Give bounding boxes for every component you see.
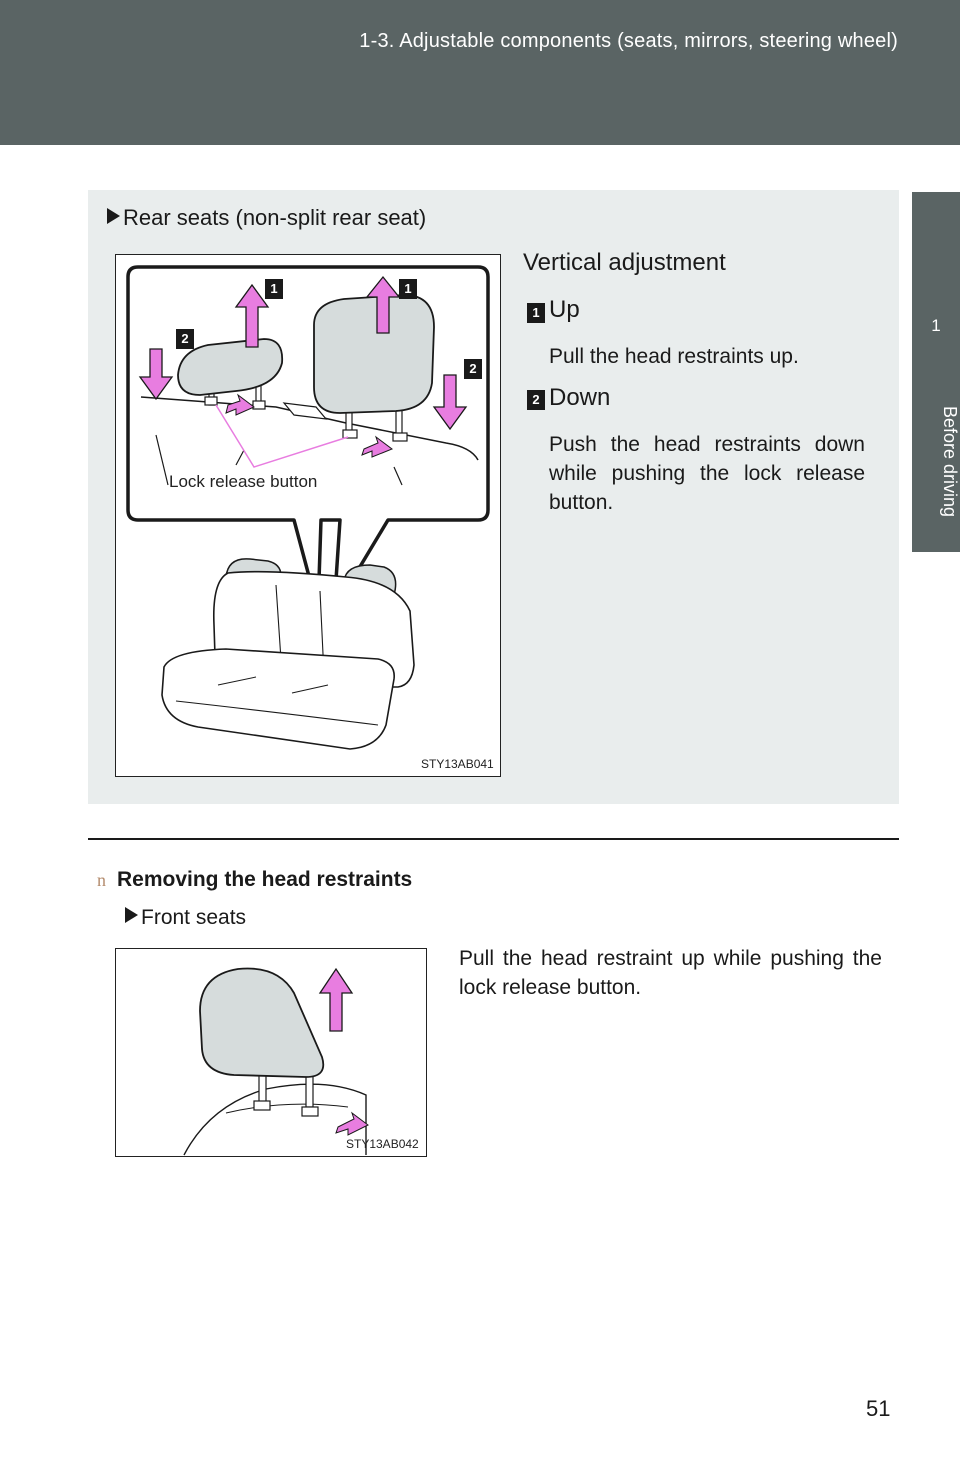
lock-release-label: Lock release button bbox=[169, 472, 318, 491]
figure-code-front: STY13AB042 bbox=[346, 1137, 419, 1151]
section-marker: n bbox=[97, 870, 106, 890]
front-seats-description: Pull the head restraint up while pushing… bbox=[459, 947, 882, 999]
triangle-bullet-icon bbox=[107, 208, 120, 224]
down-arrow-badge-left: 2 bbox=[176, 329, 194, 349]
step-2-badge: 2 bbox=[527, 390, 545, 410]
rear-seat-illustration: 1 1 2 2 STY13AB041 bbox=[115, 254, 501, 777]
section-divider bbox=[88, 838, 899, 840]
rear-seats-heading-text: Rear seats (non-split rear seat) bbox=[123, 205, 427, 230]
page-header: 1-3. Adjustable components (seats, mirro… bbox=[0, 0, 960, 145]
removal-section-title: Removing the head restraints bbox=[117, 868, 413, 891]
front-seat-illustration: STY13AB042 bbox=[115, 948, 427, 1157]
figure-code-rear: STY13AB041 bbox=[421, 757, 494, 771]
up-arrow-badge-right: 1 bbox=[399, 279, 417, 299]
step-2-description: Push the head restraints down while push… bbox=[549, 433, 865, 514]
chapter-number: 1 bbox=[931, 316, 941, 335]
page-number: 51 bbox=[866, 1396, 891, 1421]
vertical-adjustment-heading: Vertical adjustment bbox=[523, 249, 726, 276]
front-seats-heading-text: Front seats bbox=[141, 906, 247, 929]
front-seats-heading: Front seats bbox=[125, 906, 246, 930]
rear-seat-drawing bbox=[126, 265, 490, 750]
chapter-side-tab bbox=[912, 192, 960, 552]
up-arrow-badge-left: 1 bbox=[265, 279, 283, 299]
chapter-label: Before driving bbox=[940, 406, 960, 518]
step-2-label: Down bbox=[549, 384, 611, 411]
step-1-badge: 1 bbox=[527, 303, 545, 323]
triangle-bullet-icon bbox=[125, 907, 138, 923]
step-1-label: Up bbox=[549, 296, 580, 323]
header-title: 1-3. Adjustable components (seats, mirro… bbox=[359, 30, 898, 52]
step-1-description: Pull the head restraints up. bbox=[549, 345, 799, 368]
rear-seats-heading: Rear seats (non-split rear seat) bbox=[107, 205, 426, 231]
front-seat-drawing bbox=[183, 967, 369, 1156]
down-arrow-badge-right: 2 bbox=[464, 359, 482, 379]
